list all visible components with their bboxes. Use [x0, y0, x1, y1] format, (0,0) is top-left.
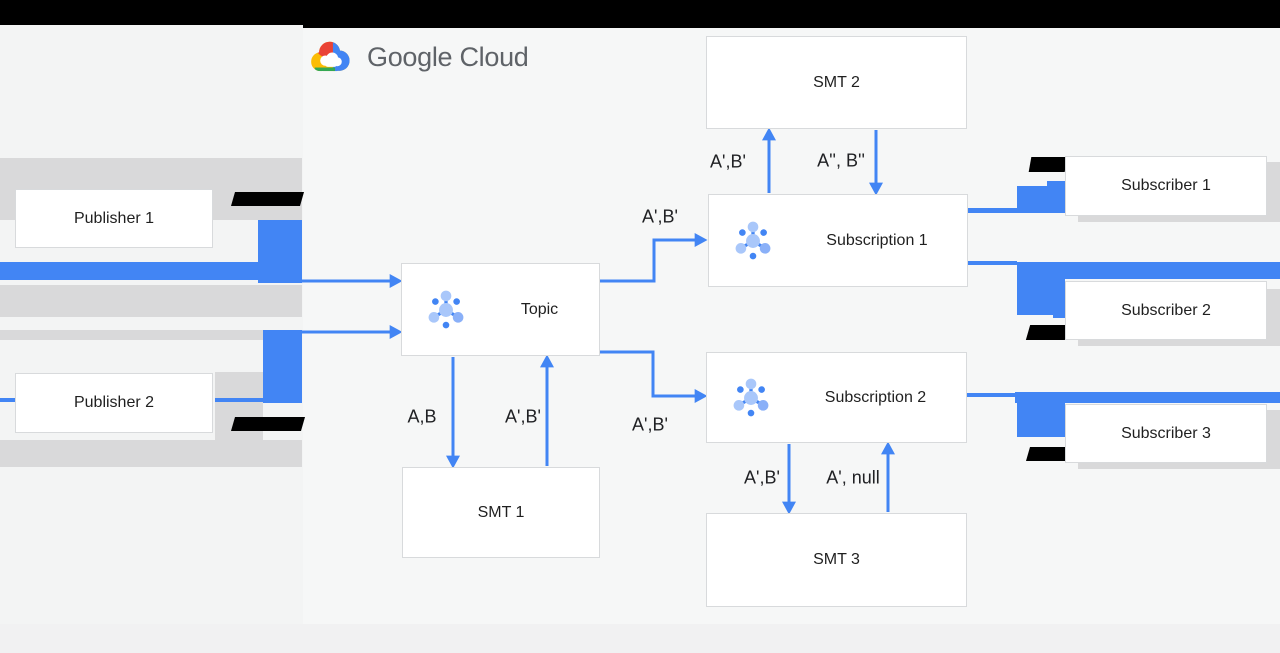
top-black-bar-left: [0, 0, 303, 25]
edge-label-topic-to-subscription1: A',B': [642, 206, 678, 227]
edge-label-smt1-to-topic: A',B': [505, 406, 541, 427]
blue-artifact: [968, 208, 1017, 213]
node-label: SMT 3: [813, 551, 860, 568]
pubsub-icon: [424, 288, 468, 332]
node-label: SMT 2: [813, 73, 860, 91]
node-label: Subscription 1: [826, 231, 928, 249]
node-label: Subscriber 3: [1121, 424, 1211, 442]
blue-artifact: [0, 398, 15, 402]
blue-artifact: [1047, 181, 1066, 187]
black-redaction: [1025, 325, 1070, 340]
gray-bar: [0, 285, 302, 317]
edge-label-topic-to-subscription2: A',B': [632, 414, 668, 435]
node-subscriber-3: Subscriber 3: [1065, 404, 1267, 463]
pubsub-icon: [731, 219, 775, 263]
google-cloud-wordmark: Google Cloud: [367, 42, 529, 72]
edge-label-subscription2-to-smt3: A',B': [744, 467, 780, 488]
node-subscription-1: Subscription 1: [708, 194, 968, 287]
blue-artifact: [258, 220, 302, 283]
blue-artifact: [1015, 392, 1280, 403]
black-redaction: [230, 192, 305, 206]
node-smt-1: SMT 1: [402, 467, 600, 558]
node-publisher-1: Publisher 1: [15, 189, 213, 248]
blue-artifact: [0, 262, 260, 280]
blue-artifact: [1053, 306, 1065, 318]
pubsub-icon: [729, 376, 773, 420]
edge-label-smt2-to-subscription1: A'', B'': [817, 150, 865, 171]
blue-artifact: [968, 261, 1017, 265]
blue-artifact: [1017, 262, 1280, 279]
node-smt-2: SMT 2: [706, 36, 967, 129]
node-label: Subscription 2: [824, 388, 927, 406]
black-redaction: [1028, 157, 1068, 172]
gray-bar: [0, 330, 263, 340]
node-subscriber-1: Subscriber 1: [1065, 156, 1267, 216]
node-label: Topic: [520, 300, 559, 318]
node-label: Publisher 2: [73, 394, 155, 411]
left-column-background: [0, 25, 303, 624]
google-cloud-logo: Google Cloud: [306, 36, 529, 78]
node-label: Publisher 1: [73, 209, 155, 227]
blue-artifact: [967, 393, 1017, 397]
blue-artifact: [215, 398, 263, 402]
edge-label-smt3-to-subscription2: A', null: [826, 467, 880, 488]
edge-label-subscription1-to-smt2: A',B': [710, 151, 746, 172]
black-redaction: [230, 417, 306, 431]
node-label: Subscriber 1: [1121, 177, 1211, 194]
blue-artifact: [263, 330, 302, 403]
blue-artifact: [1017, 402, 1065, 437]
node-smt-3: SMT 3: [706, 513, 967, 607]
node-topic: Topic: [401, 263, 600, 356]
node-label: Subscriber 2: [1121, 301, 1211, 319]
bottom-band: [0, 624, 1280, 653]
edge-label-topic-to-smt1: A,B: [407, 406, 437, 427]
node-publisher-2: Publisher 2: [15, 373, 213, 433]
node-subscription-2: Subscription 2: [706, 352, 967, 443]
node-subscriber-2: Subscriber 2: [1065, 281, 1267, 340]
gray-bar: [0, 440, 302, 467]
top-black-bar-right: [303, 0, 1280, 28]
google-cloud-icon: [311, 41, 350, 72]
blue-artifact: [1017, 186, 1066, 213]
black-redaction: [1025, 447, 1070, 461]
node-label: SMT 1: [477, 503, 525, 521]
